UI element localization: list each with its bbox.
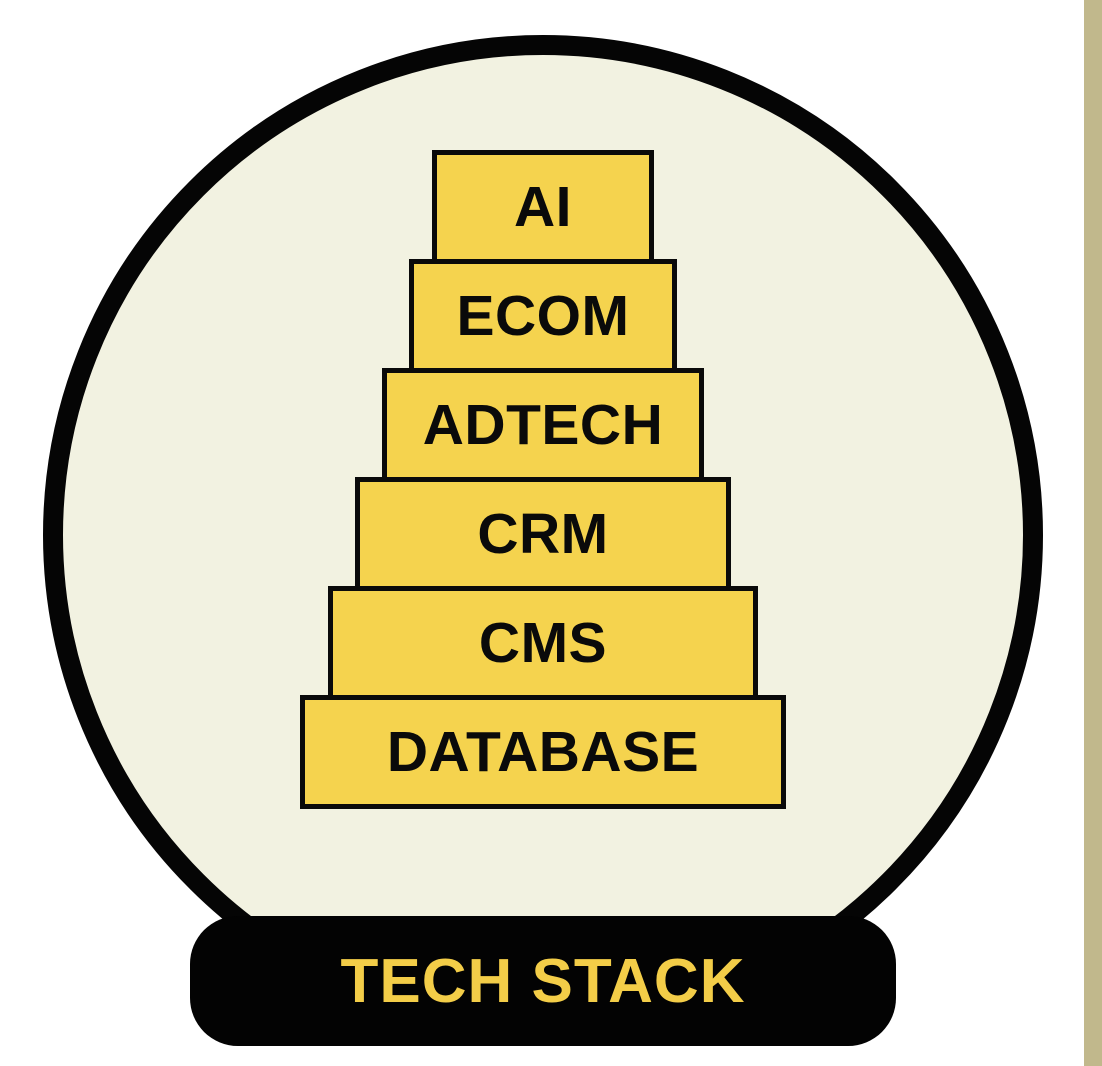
stack-layer-ecom: ECOM: [409, 259, 677, 373]
base-title: TECH STACK: [340, 946, 746, 1016]
stack-layer-label: CRM: [477, 502, 609, 566]
stack-layer-cms: CMS: [328, 586, 758, 700]
stack-layer-label: AI: [514, 175, 572, 239]
stack-layer-database: DATABASE: [300, 695, 786, 809]
stack-layer-label: CMS: [478, 611, 608, 675]
stack-layer-label: ECOM: [456, 284, 630, 348]
stack-layer-label: ADTECH: [422, 393, 664, 457]
side-accent-bar: [1084, 0, 1102, 1066]
globe-base: TECH STACK: [190, 916, 896, 1046]
stack-layer-crm: CRM: [355, 477, 731, 591]
stack-layer-ai: AI: [432, 150, 654, 264]
tech-stack-pyramid: AI ECOM ADTECH CRM CMS DATABASE: [300, 150, 786, 809]
stack-layer-label: DATABASE: [386, 720, 700, 784]
stack-layer-adtech: ADTECH: [382, 368, 704, 482]
